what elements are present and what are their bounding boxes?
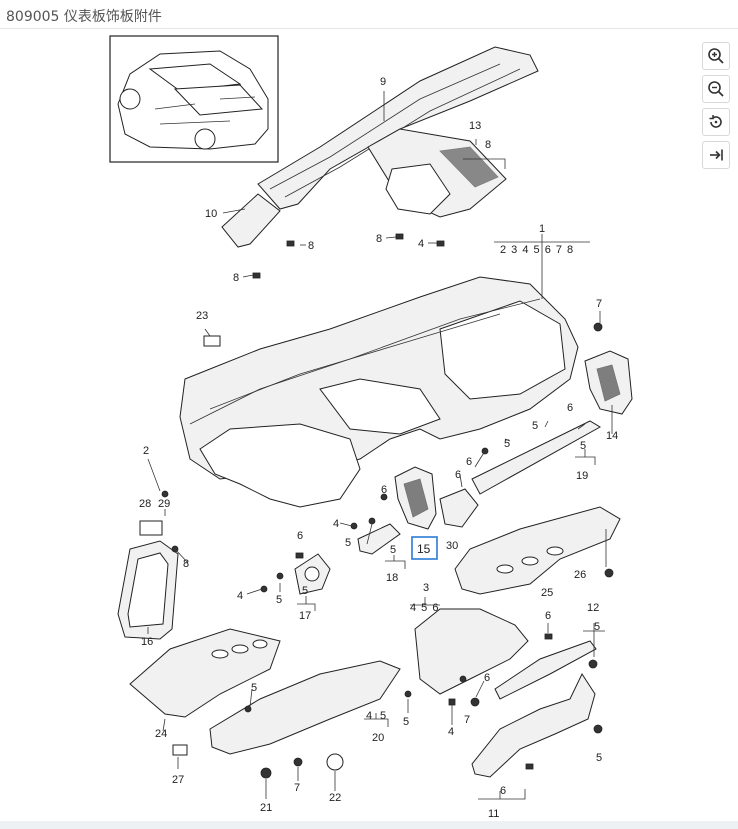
- callout-8-b: 8: [233, 272, 239, 284]
- callout-2: 2: [143, 445, 149, 457]
- callout-5-d: 5: [276, 594, 282, 606]
- exit-icon: [710, 149, 723, 161]
- part-13-vent-panel: [367, 128, 507, 218]
- zoom-out-button[interactable]: [702, 75, 730, 103]
- callout-5-b: 5: [532, 420, 538, 432]
- callout-4-d: 4: [448, 726, 454, 738]
- part-18-bracket: [357, 523, 401, 555]
- callout-1-sub: 2 3 4 5 6 7 8: [500, 244, 574, 256]
- callout-8-c: 8: [376, 233, 382, 245]
- part-17-bracket: [294, 553, 331, 595]
- callout-7-a: 7: [596, 298, 602, 310]
- callout-10: 10: [205, 208, 217, 220]
- callout-7-c: 7: [294, 782, 300, 794]
- part-24-lower-left-panel: [129, 628, 281, 718]
- callout-30: 30: [446, 540, 458, 552]
- reset-icon: [709, 115, 722, 128]
- callout-3-sub: 4 5 6: [410, 602, 439, 614]
- callout-19: 19: [576, 470, 588, 482]
- callout-4-a: 4: [418, 238, 424, 250]
- parts-diagram: 9 13 8 10 8 8 8 4 1 2 3 4 5 6 7 8 7 23 6…: [109, 35, 633, 820]
- callout-15: 15: [417, 542, 431, 556]
- callout-27: 27: [172, 774, 184, 786]
- callout-8-a: 8: [308, 240, 314, 252]
- callout-14: 14: [606, 430, 618, 442]
- part-30: [439, 488, 479, 528]
- callout-29: 29: [158, 498, 170, 510]
- part-9-upper-trim: [221, 46, 539, 248]
- zoom-in-icon: [708, 48, 724, 64]
- callout-6-e: 6: [381, 484, 387, 496]
- vehicle-inset: [109, 35, 279, 163]
- callout-4-b: 4: [237, 590, 243, 602]
- zoom-in-button[interactable]: [702, 42, 730, 70]
- callout-3: 3: [423, 582, 429, 594]
- callout-6-b: 6: [466, 456, 472, 468]
- part-14-right-vent: [584, 350, 633, 415]
- callout-20-sub: 4: [366, 710, 372, 722]
- callout-23: 23: [196, 310, 208, 322]
- callout-22: 22: [329, 792, 341, 804]
- callout-21: 21: [260, 802, 272, 814]
- callout-13-sub: 8: [485, 139, 491, 151]
- leader-lines: [147, 91, 613, 800]
- callout-6-f: 6: [545, 610, 551, 622]
- highlight-box-15: [411, 536, 438, 560]
- callout-5-f: 5: [345, 537, 351, 549]
- callout-25: 25: [541, 587, 553, 599]
- callout-5-c: 5: [504, 438, 510, 450]
- viewer-toolbar: [702, 42, 730, 174]
- callout-18: 18: [386, 572, 398, 584]
- callout-8-d: 8: [183, 558, 189, 570]
- callout-5-e: 5: [302, 585, 308, 597]
- callout-labels: 9 13 8 10 8 8 8 4 1 2 3 4 5 6 7 8 7 23 6…: [139, 76, 618, 820]
- callout-20-sub2: 5: [380, 710, 386, 722]
- callout-1: 1: [539, 223, 545, 235]
- callout-6-c: 6: [455, 469, 461, 481]
- page-title: 809005 仪表板饰板附件: [6, 9, 162, 25]
- callout-16: 16: [141, 636, 153, 648]
- part-1-dashboard: [179, 276, 579, 508]
- callout-20: 20: [372, 732, 384, 744]
- callout-5-j: 5: [596, 752, 602, 764]
- part-20-knee-panel: [209, 660, 401, 755]
- part-16-left-panel: [117, 540, 179, 640]
- callout-28: 28: [139, 498, 151, 510]
- part-12-trim: [494, 640, 597, 700]
- part-3-glovebox: [414, 608, 529, 695]
- callout-4-c: 4: [333, 518, 339, 530]
- reset-view-button[interactable]: [702, 108, 730, 136]
- bottom-strip: [0, 821, 738, 829]
- callout-5-h: 5: [594, 621, 600, 633]
- callout-12: 12: [587, 602, 599, 614]
- part-25-lower-duct: [454, 506, 621, 595]
- callout-5-a: 5: [580, 440, 586, 452]
- part-19-strip: [471, 420, 601, 495]
- callout-6-d: 6: [297, 530, 303, 542]
- zoom-out-icon: [708, 81, 724, 97]
- part-15-center-vent: [394, 466, 437, 530]
- callout-5-g: 5: [390, 544, 396, 556]
- part-11-lower-right-trim: [471, 672, 596, 778]
- callout-5-i: 5: [403, 716, 409, 728]
- callout-11: 11: [488, 808, 499, 820]
- callout-17: 17: [299, 610, 311, 622]
- callout-26: 26: [574, 569, 586, 581]
- title-bar: 809005 仪表板饰板附件: [0, 0, 738, 29]
- callout-6-h: 6: [500, 785, 506, 797]
- callout-13: 13: [469, 120, 481, 132]
- callout-5-k: 5: [251, 682, 257, 694]
- callout-24: 24: [155, 728, 167, 740]
- callout-9: 9: [380, 76, 386, 88]
- exit-button[interactable]: [702, 141, 730, 169]
- callout-6-a: 6: [567, 402, 573, 414]
- callout-7-b: 7: [464, 714, 470, 726]
- callout-6-g: 6: [484, 672, 490, 684]
